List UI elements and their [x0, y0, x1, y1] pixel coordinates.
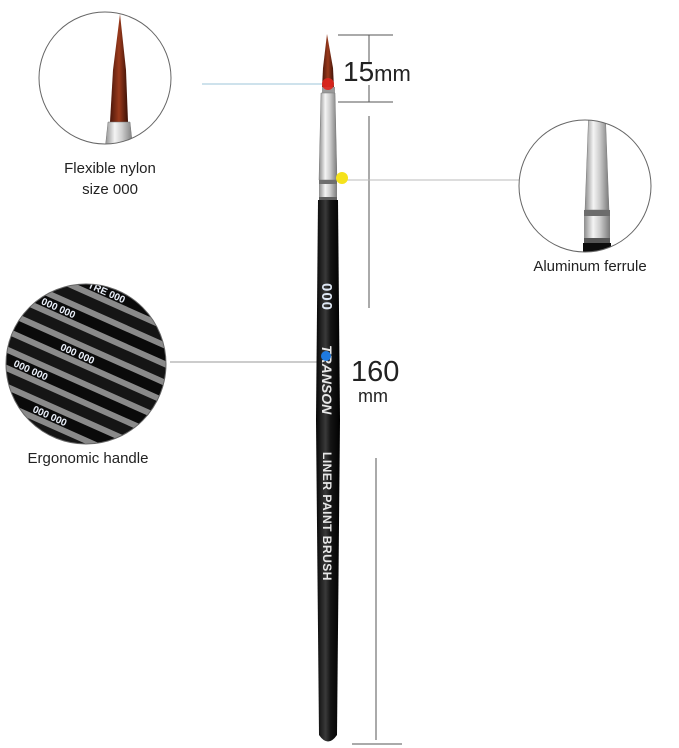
handle-stripe — [6, 284, 166, 354]
ferrule-label-text: Aluminum ferrule — [533, 258, 647, 275]
handle-callout-label: Ergonomic handle — [8, 448, 168, 469]
brush-ferrule — [318, 92, 338, 181]
total-length-value: 160 — [351, 356, 400, 388]
handle-stripe — [6, 365, 166, 444]
handle-callout-dot — [321, 351, 331, 361]
handle-stripe — [6, 318, 166, 432]
tip-length-unit: mm — [374, 61, 411, 86]
dimension-lines — [338, 34, 402, 745]
brush-product-print: LINER PAINT BRUSH — [320, 452, 334, 581]
handle-stripe — [6, 303, 166, 416]
handle-stripe — [6, 287, 166, 401]
tip-callout-dot — [322, 78, 334, 90]
tip-length-dimension: 15mm — [343, 58, 411, 86]
ferrule-callout-label: Aluminum ferrule — [520, 256, 660, 277]
total-length-unit: mm — [358, 386, 388, 406]
brush-handle — [316, 200, 340, 742]
brush-size-print: 000 — [318, 283, 335, 311]
handle-stripe — [6, 334, 166, 444]
connector-lines — [170, 83, 520, 363]
brush-brand-print: TRANSON — [319, 345, 335, 415]
tip-label-line1: Flexible nylon — [64, 160, 156, 177]
handle-stripe-print: 000 TRE — [0, 421, 25, 447]
ferrule-zoom-circle — [518, 119, 652, 253]
tip-callout-label: Flexible nylon size 000 — [55, 158, 165, 200]
tip-zoom-circle — [38, 11, 172, 145]
paint-brush — [316, 34, 340, 742]
handle-label-text: Ergonomic handle — [27, 450, 149, 467]
handle-stripe — [6, 381, 166, 444]
ferrule-callout-dot — [336, 172, 348, 184]
handle-stripe-print: 000 TRE — [67, 234, 108, 260]
tip-length-value: 15 — [343, 56, 375, 87]
tip-label-line2: size 000 — [82, 181, 138, 198]
brush-bristles — [322, 34, 334, 88]
